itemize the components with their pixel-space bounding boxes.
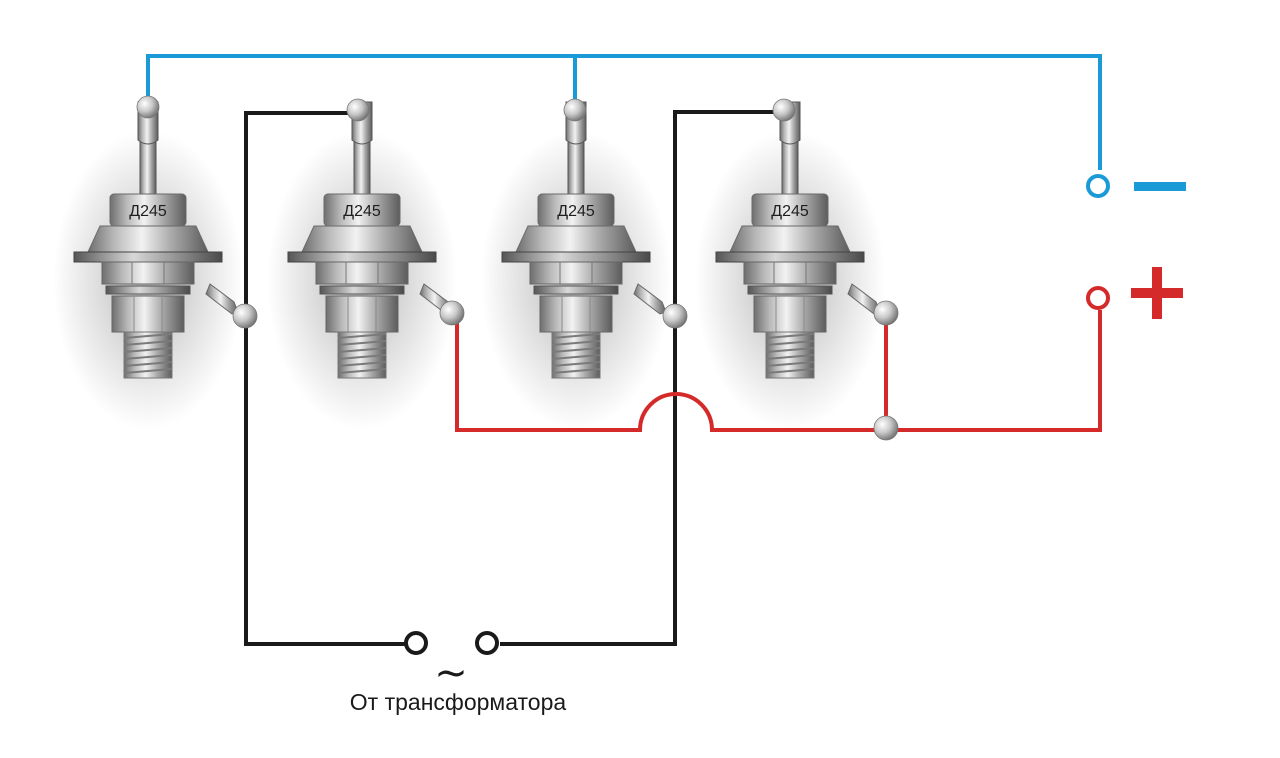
diode-4: Д245 — [694, 101, 886, 431]
ac-terminal-left — [404, 631, 428, 655]
positive-terminal: + — [1086, 267, 1183, 319]
anode-node-4 — [772, 98, 796, 122]
diode-1: Д245 — [52, 101, 244, 431]
diode-1-label: Д245 — [129, 203, 167, 220]
ac-terminal-right — [475, 631, 499, 655]
anode-node-1 — [136, 95, 160, 119]
diode-2-label: Д245 — [343, 203, 381, 220]
transformer-caption: От трансформатора — [350, 689, 567, 715]
cathode-node-1 — [232, 303, 258, 329]
ac-input: ~ От трансформатора — [350, 631, 567, 715]
cathode-node-3 — [662, 303, 688, 329]
positive-junction-node — [873, 415, 899, 441]
diode-2: Д245 — [266, 101, 458, 431]
diode-3: Д245 — [480, 101, 672, 431]
diode-4-label: Д245 — [771, 203, 809, 220]
cathode-node-2 — [439, 300, 465, 326]
connection-nodes — [136, 95, 899, 441]
ac-symbol: ~ — [434, 650, 468, 696]
plus-sign-icon — [1131, 267, 1183, 319]
anode-node-3 — [563, 98, 587, 122]
diode-3-label: Д245 — [557, 203, 595, 220]
cathode-node-4 — [873, 300, 899, 326]
negative-terminal: − — [1086, 174, 1186, 198]
anode-node-2 — [346, 98, 370, 122]
minus-sign-icon — [1134, 182, 1186, 191]
positive-wire — [455, 310, 1102, 432]
